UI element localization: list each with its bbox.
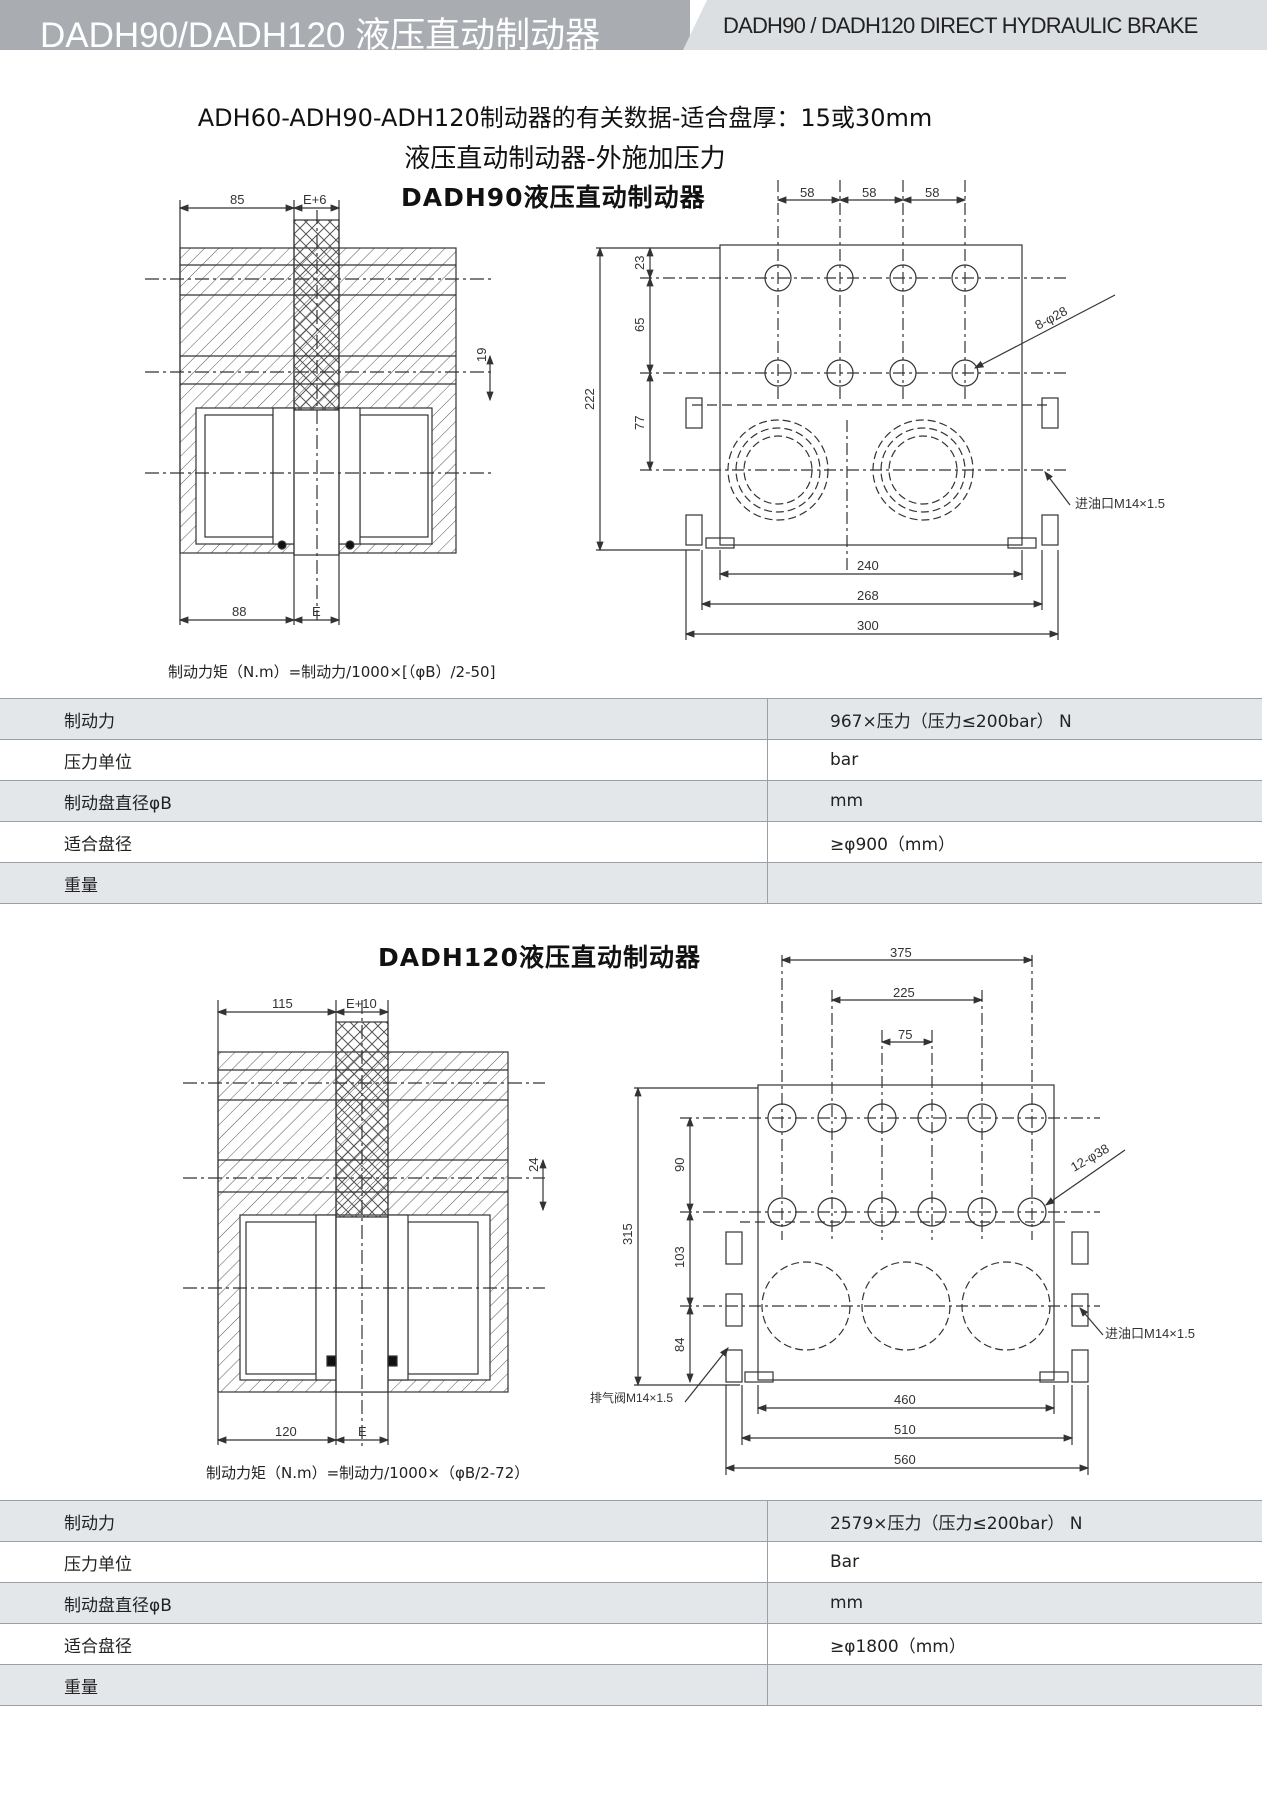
dadh120-dim-v2: 103 <box>672 1246 687 1268</box>
dadh90-dim-w3: 300 <box>857 618 879 633</box>
dadh90-dim-w2: 268 <box>857 588 879 603</box>
spec-value: Bar <box>767 1541 1262 1583</box>
dadh120-side-view <box>183 1000 547 1450</box>
spec-label: 制动盘直径φB <box>0 780 768 822</box>
dadh90-dim-pitch-3: 58 <box>925 185 939 200</box>
dadh120-dim-bottom-gap: E <box>358 1424 367 1439</box>
spec-value <box>767 862 1262 904</box>
dadh120-dim-w-top-2: 225 <box>893 985 915 1000</box>
table-row: 重量 <box>0 862 1262 904</box>
spec-value: 967×压力（压力≤200bar） N <box>767 698 1262 740</box>
spec-value: mm <box>767 1582 1262 1624</box>
dadh120-front-view <box>634 955 1126 1475</box>
dadh120-dim-w3: 560 <box>894 1452 916 1467</box>
header-title-cn: DADH90/DADH120 液压直动制动器 <box>40 16 601 55</box>
dadh120-dim-height: 315 <box>620 1223 635 1245</box>
dadh90-dim-v2: 65 <box>632 318 647 332</box>
dadh90-dim-bottom-gap: E <box>312 604 321 619</box>
dadh90-title: DADH90液压直动制动器 <box>401 183 706 212</box>
dadh120-dim-w1: 460 <box>894 1392 916 1407</box>
dadh90-dim-height: 222 <box>582 388 597 410</box>
table-row: 适合盘径≥φ1800（mm） <box>0 1623 1262 1665</box>
dadh90-dim-pitch: 19 <box>474 348 489 362</box>
spec-value: mm <box>767 780 1262 822</box>
spec-label: 重量 <box>0 862 768 904</box>
spec-label: 压力单位 <box>0 739 768 781</box>
dadh90-dim-v3: 77 <box>632 416 647 430</box>
dadh120-dim-v3: 84 <box>672 1338 687 1352</box>
dadh90-dim-port: 进油口M14×1.5 <box>1075 496 1165 511</box>
table-row: 适合盘径≥φ900（mm） <box>0 821 1262 863</box>
dadh120-title: DADH120液压直动制动器 <box>378 943 701 972</box>
spec-label: 适合盘径 <box>0 821 768 863</box>
spec-label: 压力单位 <box>0 1541 768 1583</box>
dadh90-dim-pitch-2: 58 <box>862 185 876 200</box>
dadh120-dim-top-gap: E+10 <box>346 996 377 1011</box>
intro-line-1: ADH60-ADH90-ADH120制动器的有关数据-适合盘厚：15或30mm <box>197 104 933 132</box>
spec-label: 适合盘径 <box>0 1623 768 1665</box>
table-row: 重量 <box>0 1664 1262 1706</box>
dadh90-side-view <box>145 200 495 625</box>
dadh120-dim-v1: 90 <box>672 1158 687 1172</box>
spec-value: 2579×压力（压力≤200bar） N <box>767 1500 1262 1542</box>
header-title-bar: DADH90/DADH120 液压直动制动器 <box>0 0 690 55</box>
header-title-en: DADH90 / DADH120 DIRECT HYDRAULIC BRAKE <box>723 13 1198 38</box>
dadh120-dim-w-top-1: 375 <box>890 945 912 960</box>
spec-label: 制动力 <box>0 1500 768 1542</box>
dadh90-dim-top-gap: E+6 <box>303 192 327 207</box>
dadh90-dim-w1: 240 <box>857 558 879 573</box>
dadh120-dim-w-top-3: 75 <box>898 1027 912 1042</box>
dadh90-front-view <box>596 180 1116 640</box>
header-divider <box>650 0 690 50</box>
intro-line-2: 液压直动制动器-外施加压力 <box>404 144 726 174</box>
dadh120-dim-bottom-left: 120 <box>275 1424 297 1439</box>
dadh120-dim-vent: 排气阀M14×1.5 <box>590 1390 673 1405</box>
spec-value: bar <box>767 739 1262 781</box>
dadh120-dim-w2: 510 <box>894 1422 916 1437</box>
spec-label: 制动盘直径φB <box>0 1582 768 1624</box>
dadh90-dim-top-left: 85 <box>230 192 244 207</box>
dadh90-dim-v1: 23 <box>632 256 647 270</box>
spec-value <box>767 1664 1262 1706</box>
dadh120-dim-holes: 12-φ38 <box>1068 1141 1112 1175</box>
dadh120-formula: 制动力矩（N.m）=制动力/1000×（φB/2-72） <box>206 1464 530 1482</box>
dadh120-dim-top-left: 115 <box>272 996 293 1011</box>
spec-value: ≥φ1800（mm） <box>767 1623 1262 1665</box>
dadh90-dim-bottom-left: 88 <box>232 604 246 619</box>
spec-value: ≥φ900（mm） <box>767 821 1262 863</box>
dadh90-dim-pitch-1: 58 <box>800 185 814 200</box>
dadh90-formula: 制动力矩（N.m）=制动力/1000×[（φB）/2-50] <box>168 663 496 681</box>
dadh120-dim-pitch: 24 <box>526 1158 541 1172</box>
header-subtitle-bar: DADH90 / DADH120 DIRECT HYDRAULIC BRAKE <box>683 0 1267 50</box>
spec-label: 制动力 <box>0 698 768 740</box>
spec-label: 重量 <box>0 1664 768 1706</box>
dadh120-dim-port: 进油口M14×1.5 <box>1105 1326 1195 1341</box>
